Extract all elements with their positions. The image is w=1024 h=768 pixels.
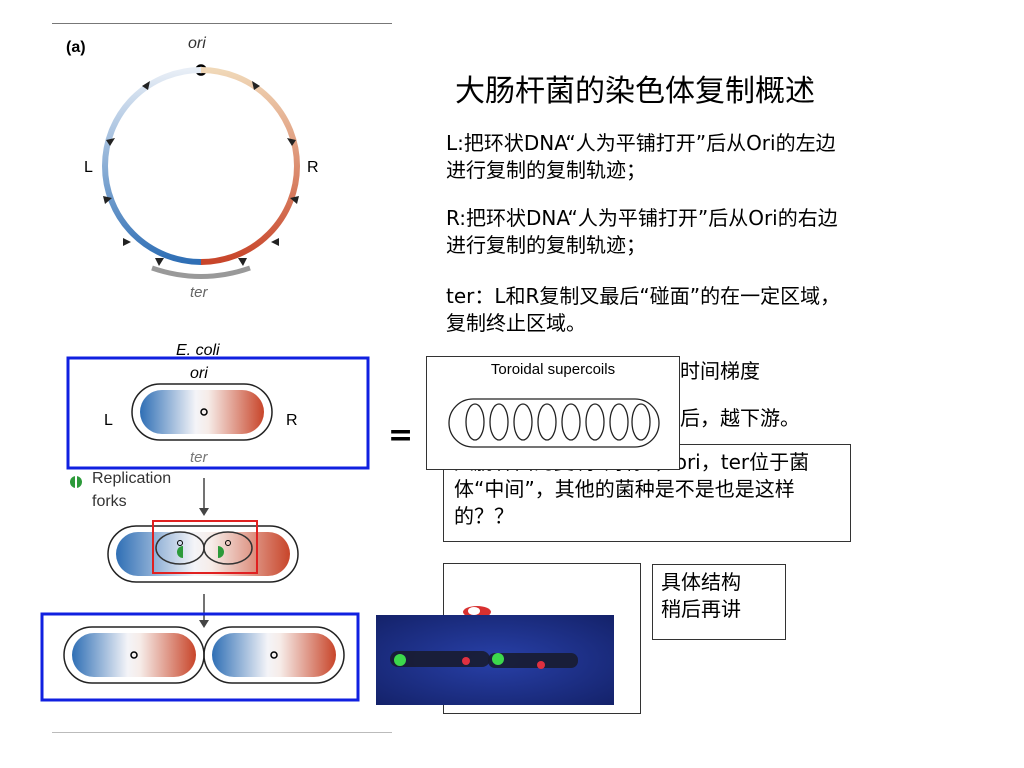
cell-ori-marker	[200, 408, 208, 416]
ter-region-arc	[151, 265, 251, 279]
cell-frame-bottom	[40, 612, 360, 702]
paragraph-gradient-partial: 时间梯度	[680, 359, 760, 383]
panel-label: (a)	[66, 39, 86, 56]
ori-label-a: ori	[188, 35, 206, 52]
paragraph-r: R:把环状DNA“人为平铺打开”后从Ori的右边进行复制的复制轨迹；	[446, 206, 838, 257]
left-label-a: L	[84, 159, 93, 176]
species-label: E. coli	[176, 342, 220, 359]
equals-sign: =	[388, 418, 414, 453]
ori-label-b: ori	[190, 365, 208, 382]
right-replichore-arc	[200, 67, 300, 265]
microscopy-image	[376, 615, 614, 705]
toroidal-inset: Toroidal supercoils	[426, 356, 680, 470]
photo-cell-top-left	[462, 600, 492, 618]
right-label-a: R	[307, 159, 319, 176]
replicating-cell-outline	[107, 525, 299, 583]
supercoil-drawing	[448, 398, 660, 448]
paragraph-downstream-partial: 后，越下游。	[680, 406, 800, 430]
daughter-cell-1	[72, 633, 196, 677]
forks-label-line1: Replication	[92, 470, 171, 487]
top-rule	[52, 23, 392, 24]
fork-right	[218, 546, 224, 558]
cell-outline	[131, 383, 273, 441]
page-title: 大肠杆菌的染色体复制概述	[455, 74, 815, 109]
left-replichore-arc	[102, 67, 202, 265]
ter-label-b: ter	[190, 449, 209, 466]
left-label-b: L	[104, 412, 113, 429]
forks-label-line2: forks	[92, 493, 127, 510]
replication-arrowheads	[103, 81, 299, 266]
right-label-b: R	[286, 412, 298, 429]
replication-zone-frame	[152, 520, 258, 574]
cell-chromosome	[140, 390, 264, 434]
cell-frame-top	[66, 356, 370, 470]
daughter-cell-2	[212, 633, 336, 677]
paragraph-ter: ter：L和R复制叉最后“碰面”的在一定区域，复制终止区域。	[446, 284, 841, 335]
bottom-rule	[52, 732, 392, 733]
replication-figure: (a) ori L R ter E. coli ori L R ter Repl…	[40, 35, 370, 702]
fork-left	[177, 546, 183, 558]
ter-label-a: ter	[190, 284, 209, 301]
paragraph-l: L:把环状DNA“人为平铺打开”后从Ori的左边进行复制的复制轨迹；	[446, 131, 836, 182]
toroidal-label: Toroidal supercoils	[490, 361, 616, 378]
structure-note-text: 具体结构稍后再讲	[661, 570, 741, 621]
structure-note-box: 具体结构稍后再讲	[652, 564, 786, 640]
